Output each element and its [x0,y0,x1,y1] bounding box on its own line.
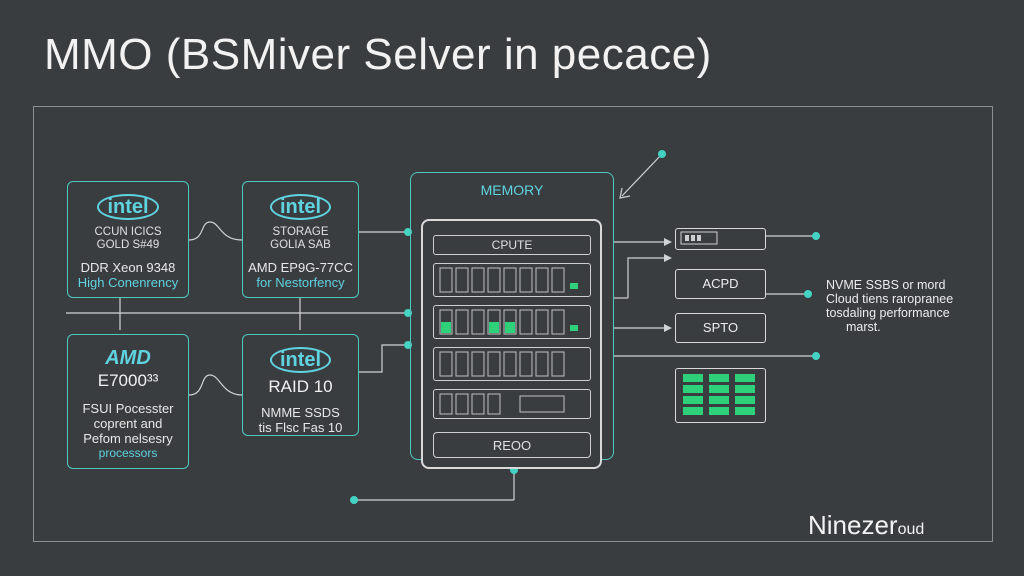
card-line: CCUN ICICS [94,226,162,238]
note-line: marst. [846,320,881,334]
card-line: GOLD S#49 [96,239,160,251]
note-line: NVME SSBS or mord [826,278,946,292]
cpu-card-amd: AMD E7000³³ FSUI Pocesster coprent and P… [67,334,189,469]
card-line: AMD EP9G-77CC [248,260,353,275]
drive-bay [433,305,591,339]
intel-logo-icon: intel [269,347,332,373]
card-line: processors [98,446,158,460]
card-line: STORAGE [272,226,329,238]
card-line: NMME SSDS [261,405,340,420]
drive-bay [433,263,591,297]
card-line: for Nestorfency [256,275,345,290]
brand-logo: Ninezeroud [808,510,924,541]
card-line: Pefom nelsesry [83,431,173,446]
card-line: GOLIA SAB [270,239,331,251]
reo-label: REOO [492,438,532,453]
storage-card-intel: intel STORAGE GOLIA SAB AMD EP9G-77CC fo… [242,181,359,298]
card-line: FSUI Pocesster [82,401,174,416]
intel-logo-icon: intel [269,194,332,220]
server-rack [421,219,602,469]
card-line: tis Flsc Fas 10 [258,420,343,435]
diagram-frame [33,106,993,542]
drive-bay [433,389,591,419]
spto-box: SPTO [675,313,766,343]
raid-card-intel: intel RAID 10 NMME SSDS tis Flsc Fas 10 [242,334,359,436]
cpu-slot: CPUTE [433,235,591,255]
card-line: DDR Xeon 9348 [80,260,176,275]
drive-bay [433,347,591,381]
ssd-array [675,368,766,423]
amd-logo-icon: AMD [105,347,151,369]
card-line: High Conenrency [77,275,179,290]
page-title: MMO (BSMiver Selver in pecace) [44,30,712,79]
acpd-box: ACPD [675,269,766,299]
intel-logo-icon: intel [97,194,159,220]
cpu-label: CPUTE [491,238,533,252]
card-line: coprent and [93,416,163,431]
card-line: E7000³³ [97,371,159,390]
ssd-array-icon [682,374,755,415]
brand-suffix: oud [897,521,925,538]
card-line: RAID 10 [268,377,333,396]
note-line: Cloud tiens raropranee [826,292,954,306]
rack-unit-icon [680,231,717,245]
cpu-card-intel-gold: intel CCUN ICICS GOLD S#49 DDR Xeon 9348… [67,181,189,298]
brand-name: Ninezer [808,510,898,540]
note-line: tosdaling performance [826,306,950,320]
rack-unit-box [675,228,766,250]
memory-label: MEMORY [480,182,544,198]
reo-panel: REOO [433,432,591,458]
